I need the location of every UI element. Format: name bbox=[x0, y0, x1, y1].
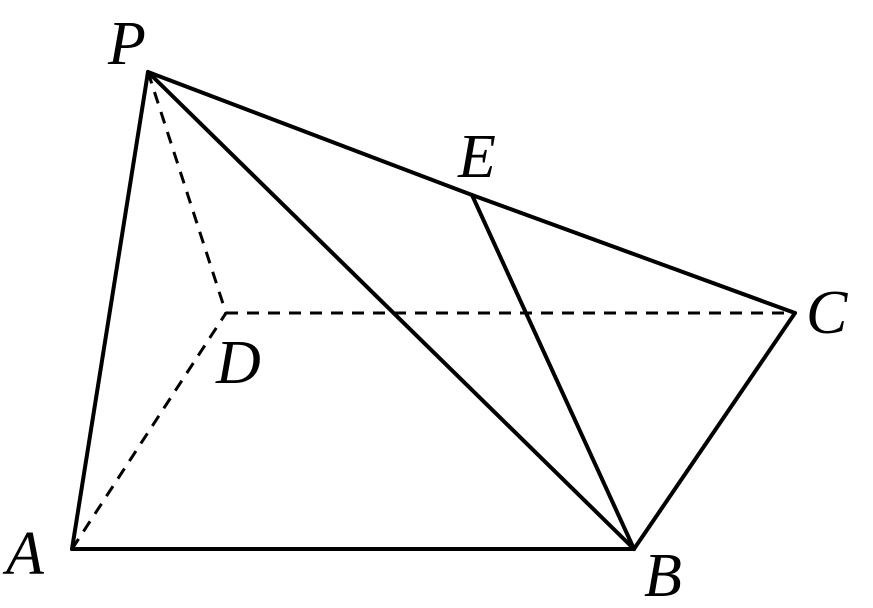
edge-PE bbox=[146, 70, 474, 197]
vertex-label-D: D bbox=[215, 329, 261, 397]
vertex-label-C: C bbox=[806, 279, 848, 347]
edge-PD bbox=[146, 71, 228, 314]
edge-AD bbox=[70, 312, 228, 550]
edge-EC bbox=[470, 193, 797, 315]
edge-PB bbox=[146, 70, 636, 551]
vertex-label-A: A bbox=[2, 520, 45, 588]
vertex-label-E: E bbox=[457, 123, 496, 191]
edge-PA bbox=[70, 70, 150, 551]
vertex-label-P: P bbox=[107, 10, 146, 78]
vertex-label-B: B bbox=[644, 542, 682, 608]
edge-BC bbox=[632, 311, 797, 551]
edge-EB bbox=[470, 193, 636, 551]
